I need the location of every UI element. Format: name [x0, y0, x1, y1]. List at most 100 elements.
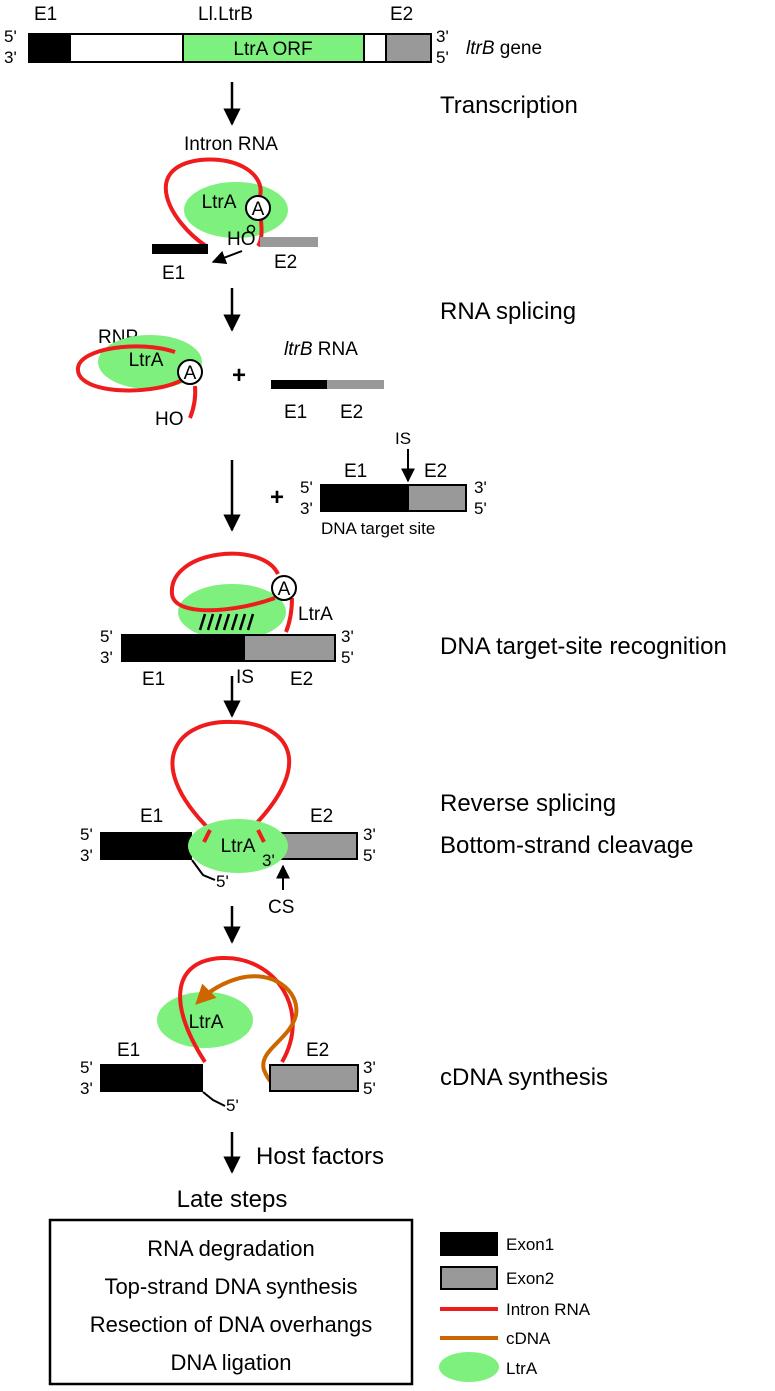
- reverse-left-5prime: 5': [80, 825, 93, 844]
- cdna-left-5prime: 5': [80, 1058, 93, 1077]
- reverse-exon2: [279, 832, 358, 860]
- rnp-panel: RNP A LtrA HO + ltrB RNA E1 E2: [76, 327, 384, 430]
- cdna-bottom-strand-overhang: [202, 1091, 226, 1107]
- recognition-panel: A LtrA 5' 3' 3' 5' E1 IS E2: [100, 551, 354, 690]
- reverse-right-3prime: 3': [363, 825, 376, 844]
- step-host-factors: Host factors: [256, 1143, 384, 1170]
- rnp-branch-a-circle: [177, 359, 203, 385]
- branch-point-a: A: [252, 199, 265, 220]
- reverse-intron-loop: [170, 719, 292, 832]
- legend-ltra-swatch: [439, 1352, 499, 1382]
- step-bottom-strand-cleavage: Bottom-strand cleavage: [440, 832, 693, 859]
- ligated-e2-label: E2: [340, 402, 363, 423]
- cdna-synthesis-panel: LtrA E1 E2 5' 3' 3' 5' 5': [80, 955, 376, 1115]
- recognition-right-3prime: 3': [341, 627, 354, 646]
- cdna-e2-label: E2: [306, 1040, 329, 1061]
- splicing-e2-label: E2: [274, 252, 297, 273]
- gene-left-3prime: 3': [4, 48, 17, 67]
- late-steps-box: RNA degradation Top-strand DNA synthesis…: [48, 1218, 414, 1386]
- reverse-ltra-label: LtrA: [221, 836, 256, 857]
- rnp-intron-rna: [76, 344, 187, 393]
- recognition-branch-a-circle: [271, 575, 297, 601]
- gene-right-3prime: 3': [436, 27, 449, 46]
- gene-right-5prime: 5': [436, 48, 449, 67]
- dna-target-site-panel: + IS E1 E2 5' 3' 3' 5' DNA target site: [270, 429, 487, 538]
- intron-rna-label: Intron RNA: [184, 134, 278, 155]
- recognition-e1-label: E1: [142, 669, 165, 690]
- base-pairing-hatches: [198, 613, 255, 631]
- rnp-intron-tail: [188, 385, 198, 419]
- legend: Exon1 Exon2 Intron RNA cDNA LtrA: [439, 1232, 591, 1382]
- ltra-label: LtrA: [202, 192, 237, 213]
- recognition-is-label: IS: [236, 667, 254, 688]
- cdna-intron-loop: [178, 955, 295, 1064]
- step-target-recognition: DNA target-site recognition: [440, 633, 727, 660]
- late-steps-frame: [48, 1218, 414, 1386]
- ltra-orf-label: LtrA ORF: [233, 39, 312, 60]
- late-step-item: Resection of DNA overhangs: [90, 1312, 373, 1337]
- gene-name: ltrB gene: [466, 38, 542, 59]
- cdna-5prime-end: 5': [226, 1096, 239, 1115]
- reverse-intron-join-left: [202, 829, 212, 843]
- target-right-3prime: 3': [474, 478, 487, 497]
- legend-exon1-swatch: [440, 1232, 498, 1256]
- legend-ltra-label: LtrA: [506, 1359, 538, 1378]
- recognition-e2-label: E2: [290, 669, 313, 690]
- legend-exon2-label: Exon2: [506, 1269, 554, 1288]
- late-step-item: RNA degradation: [147, 1236, 315, 1261]
- gene-exon2-block: [387, 35, 430, 61]
- recognition-exon1: [121, 634, 244, 662]
- reverse-ltra-ellipse: [188, 819, 288, 873]
- reverse-bottom-strand-overhang: [191, 859, 216, 881]
- ltrb-rna-label: ltrB RNA: [284, 339, 358, 360]
- splicing-exon1: [152, 244, 208, 254]
- recognition-intron-rna: [169, 551, 280, 613]
- splicing-e1-label: E1: [162, 263, 185, 284]
- reverse-5prime-end: 5': [216, 872, 229, 891]
- target-caption: DNA target site: [321, 519, 435, 538]
- recognition-intron-tail: [284, 597, 294, 633]
- cdna-exon2: [269, 1064, 359, 1092]
- cdna-e1-label: E1: [117, 1040, 140, 1061]
- gene-exon1-block: [29, 34, 71, 62]
- rnp-plus: +: [232, 362, 246, 389]
- target-is-label: IS: [395, 429, 411, 448]
- late-step-item: Top-strand DNA synthesis: [104, 1274, 357, 1299]
- legend-exon1-label: Exon1: [506, 1235, 554, 1254]
- target-e2-label: E2: [424, 461, 447, 482]
- gene-title: Ll.LtrB: [198, 4, 253, 25]
- cdna-exon1: [100, 1064, 203, 1092]
- ligated-e1-label: E1: [284, 402, 307, 423]
- ho-hydroxyl-mark: [246, 224, 256, 234]
- target-exon1: [320, 484, 408, 512]
- rnp-ho-label: HO: [155, 409, 184, 430]
- splicing-panel: Intron RNA A LtrA HO E1 E2: [152, 134, 318, 284]
- recognition-exon2: [243, 634, 336, 662]
- gene-left-5prime: 5': [4, 27, 17, 46]
- step-late-steps: Late steps: [177, 1186, 288, 1213]
- branch-point-a-circle: [245, 195, 271, 221]
- target-e1-label: E1: [344, 461, 367, 482]
- ligated-exon2: [327, 380, 384, 389]
- target-plus: +: [270, 484, 284, 511]
- reverse-left-3prime: 3': [80, 846, 93, 865]
- rnp-ltra-label: LtrA: [129, 350, 164, 371]
- reverse-splicing-panel: E1 E2 5' 3' LtrA 3' 5' 5' 3' CS: [80, 719, 376, 918]
- intron-rna-lariat: [163, 157, 263, 248]
- recognition-left-3prime: 3': [100, 648, 113, 667]
- cdna-ltra-label: LtrA: [189, 1012, 224, 1033]
- reverse-right-5prime: 5': [363, 846, 376, 865]
- reverse-intron-join-right: [256, 829, 266, 843]
- recognition-ltra-ellipse: [178, 584, 286, 640]
- recognition-left-5prime: 5': [100, 627, 113, 646]
- reverse-exon1: [100, 832, 192, 860]
- ligated-exon1: [271, 380, 327, 389]
- gene-e2-label: E2: [390, 4, 413, 25]
- ltra-orf-block: [182, 33, 365, 63]
- intron-rna-tail: [256, 219, 264, 248]
- cdna-right-3prime: 3': [363, 1058, 376, 1077]
- recognition-branch-a: A: [278, 579, 291, 600]
- step-reverse-splicing: Reverse splicing: [440, 790, 616, 817]
- legend-cdna-label: cDNA: [506, 1329, 551, 1348]
